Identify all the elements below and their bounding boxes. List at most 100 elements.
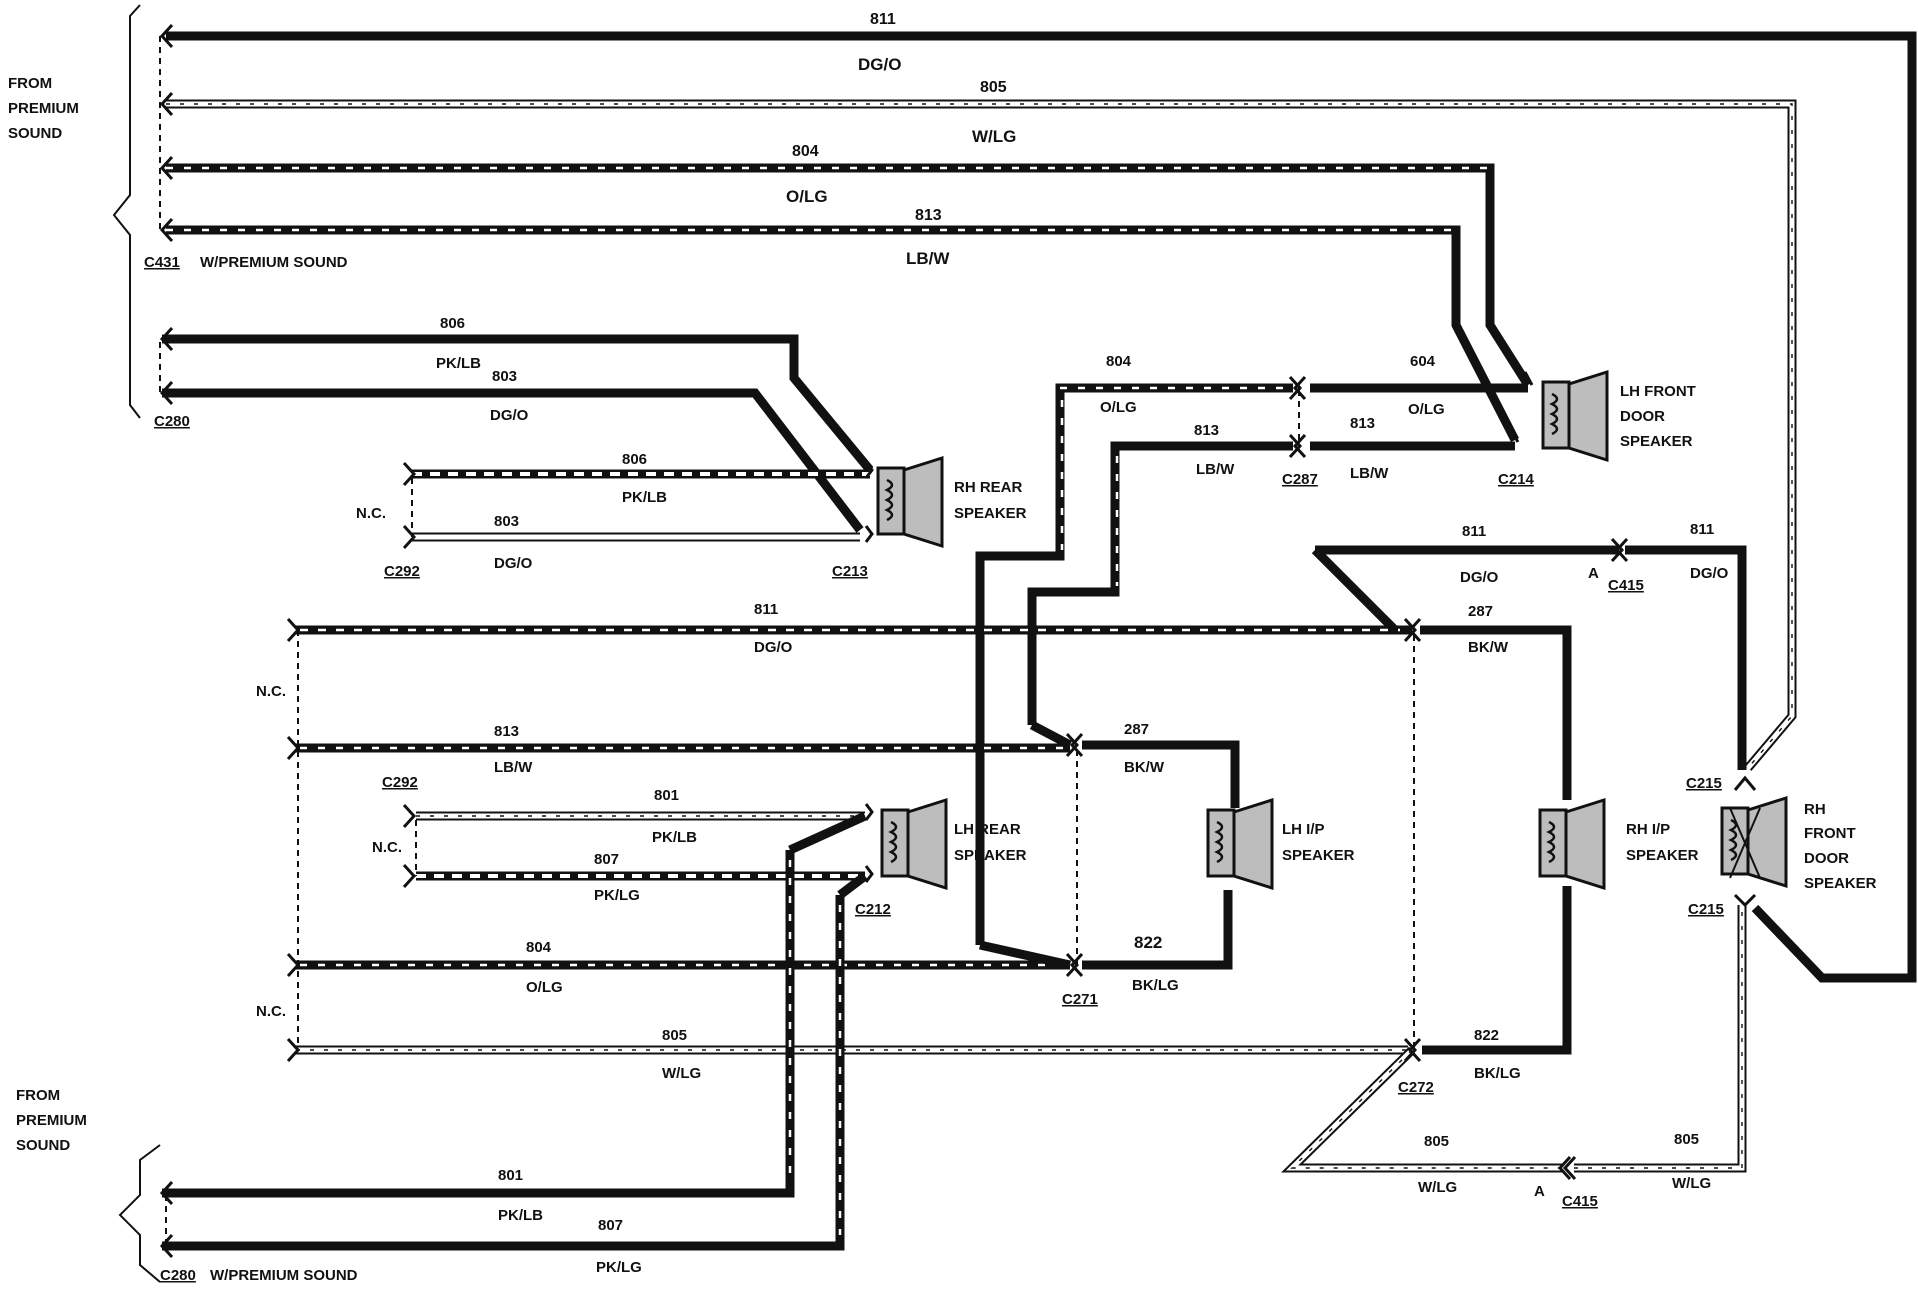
wire-287-lh — [1082, 740, 1240, 808]
rh-rear-label-1: RH REAR — [954, 479, 1023, 496]
rh-ip-speaker-icon — [1538, 798, 1606, 890]
wire-604-mid-color: O/LG — [1408, 401, 1445, 418]
connector-c280-top: C280 — [154, 413, 190, 430]
lh-rear-label-2: SPEAKER — [954, 847, 1027, 864]
rh-front-door-speaker-icon — [1720, 796, 1788, 888]
wire-811-top — [166, 31, 1917, 983]
connector-c212: C212 — [855, 901, 891, 918]
nc-label-2: N.C. — [256, 683, 286, 700]
wire-813-top-num: 813 — [915, 207, 942, 224]
wire-813-mid-a-num: 813 — [1194, 422, 1219, 439]
wire-813-lh-num: 813 — [494, 723, 519, 740]
from-premium-top-2: PREMIUM — [8, 100, 79, 117]
wire-806-c280-num: 806 — [440, 315, 465, 332]
rh-ip-label-1: RH I/P — [1626, 821, 1670, 838]
wire-806-c292-color: PK/LB — [622, 489, 667, 506]
connector-c431: C431 — [144, 254, 180, 271]
wire-805-top-num: 805 — [980, 79, 1007, 96]
wire-822-rh-color: BK/LG — [1474, 1065, 1521, 1082]
wire-806-c292-num: 806 — [622, 451, 647, 468]
c280-bottom-note: W/PREMIUM SOUND — [210, 1267, 358, 1284]
lh-rear-speaker-icon — [880, 798, 948, 890]
wire-822-rh — [1422, 886, 1572, 1055]
wire-811-top-color: DG/O — [858, 55, 901, 74]
wire-807-bot-color: PK/LG — [596, 1259, 642, 1276]
wire-804-top-num: 804 — [792, 143, 819, 160]
wire-801-bot — [162, 850, 795, 1198]
wire-813-mid-a-color: LB/W — [1196, 461, 1235, 478]
wire-803-c280 — [162, 388, 864, 533]
wire-804-mid-num: 804 — [1106, 353, 1132, 370]
brace-top — [112, 4, 141, 419]
rh-rear-speaker-icon — [876, 456, 944, 548]
wire-287-lh-color: BK/W — [1124, 759, 1165, 776]
wire-287-rh-color: BK/W — [1468, 639, 1509, 656]
wire-807-bot — [162, 895, 845, 1251]
from-premium-top-3: SOUND — [8, 125, 62, 142]
connector-c214: C214 — [1498, 471, 1535, 488]
wire-811-c415-r — [1625, 545, 1747, 770]
wire-811-c415-num: 811 — [1462, 523, 1486, 540]
wire-806-c280 — [162, 334, 874, 473]
wire-822-lh — [1082, 890, 1233, 970]
connector-c292-b: C292 — [382, 774, 418, 791]
wire-604-mid-num: 604 — [1410, 353, 1436, 370]
wire-801-c292-num: 801 — [654, 787, 679, 804]
connector-c215-b: C215 — [1688, 901, 1724, 918]
wire-287-rh-num: 287 — [1468, 603, 1493, 620]
wire-811-c415-r-num: 811 — [1690, 521, 1714, 538]
c431-note: W/PREMIUM SOUND — [200, 254, 348, 271]
rh-front-door-label-2: FRONT — [1804, 825, 1856, 842]
wire-803-c292-num: 803 — [494, 513, 519, 530]
wire-804-top — [166, 163, 1532, 388]
nc-label-3: N.C. — [372, 839, 402, 856]
wire-807-bot-num: 807 — [598, 1217, 623, 1234]
wire-803-c280-num: 803 — [492, 368, 517, 385]
pin-a-1: A — [1588, 565, 1599, 582]
connector-c292-a: C292 — [384, 563, 420, 580]
lh-front-door-label-3: SPEAKER — [1620, 433, 1693, 450]
wire-813-mid — [1027, 441, 1293, 725]
rh-rear-label-2: SPEAKER — [954, 505, 1027, 522]
wire-811-mid-color: DG/O — [754, 639, 793, 656]
wire-822-lh-num: 822 — [1134, 933, 1162, 952]
wire-807-c292-num: 807 — [594, 851, 619, 868]
wire-801-bot-color: PK/LB — [498, 1207, 543, 1224]
from-premium-bot-1: FROM — [16, 1087, 60, 1104]
wire-811-c415-color: DG/O — [1460, 569, 1499, 586]
wire-287-lh-num: 287 — [1124, 721, 1149, 738]
wire-803-c280-color: DG/O — [490, 407, 529, 424]
wire-813-mid-b-color: LB/W — [1350, 465, 1389, 482]
connector-c272: C272 — [1398, 1079, 1434, 1096]
wire-801-c292-color: PK/LB — [652, 829, 697, 846]
wire-807-c292-color: PK/LG — [594, 887, 640, 904]
wire-805-top — [166, 99, 1797, 771]
wire-811-c415-lead — [1311, 546, 1412, 635]
wire-805-c415-l-num: 805 — [1424, 1133, 1449, 1150]
brace-bottom — [118, 1144, 161, 1283]
connector-c280-bottom: C280 — [160, 1267, 196, 1284]
from-premium-top-1: FROM — [8, 75, 52, 92]
from-premium-bot-2: PREMIUM — [16, 1112, 87, 1129]
connector-c215-a: C215 — [1686, 775, 1722, 792]
rh-front-door-label-4: SPEAKER — [1804, 875, 1877, 892]
wire-805-low-color: W/LG — [662, 1065, 701, 1082]
wire-822-lh-color: BK/LG — [1132, 977, 1179, 994]
wire-801-bot-num: 801 — [498, 1167, 523, 1184]
wire-805-top-color: W/LG — [972, 127, 1016, 146]
wire-805-low-num: 805 — [662, 1027, 687, 1044]
connector-c415-a: C415 — [1608, 577, 1644, 594]
lh-front-door-speaker-icon — [1541, 370, 1609, 462]
connector-c415-b: C415 — [1562, 1193, 1598, 1210]
wire-805-c415-r-color: W/LG — [1672, 1175, 1711, 1192]
pin-a-2: A — [1534, 1183, 1545, 1200]
wire-813-mid-b-num: 813 — [1350, 415, 1375, 432]
nc-label-4: N.C. — [256, 1003, 286, 1020]
wire-804-mid-color: O/LG — [1100, 399, 1137, 416]
lh-ip-label-2: SPEAKER — [1282, 847, 1355, 864]
nc-label-1: N.C. — [356, 505, 386, 522]
lh-front-door-label-1: LH FRONT — [1620, 383, 1696, 400]
rh-ip-label-2: SPEAKER — [1626, 847, 1699, 864]
wire-806-c280-color: PK/LB — [436, 355, 481, 372]
